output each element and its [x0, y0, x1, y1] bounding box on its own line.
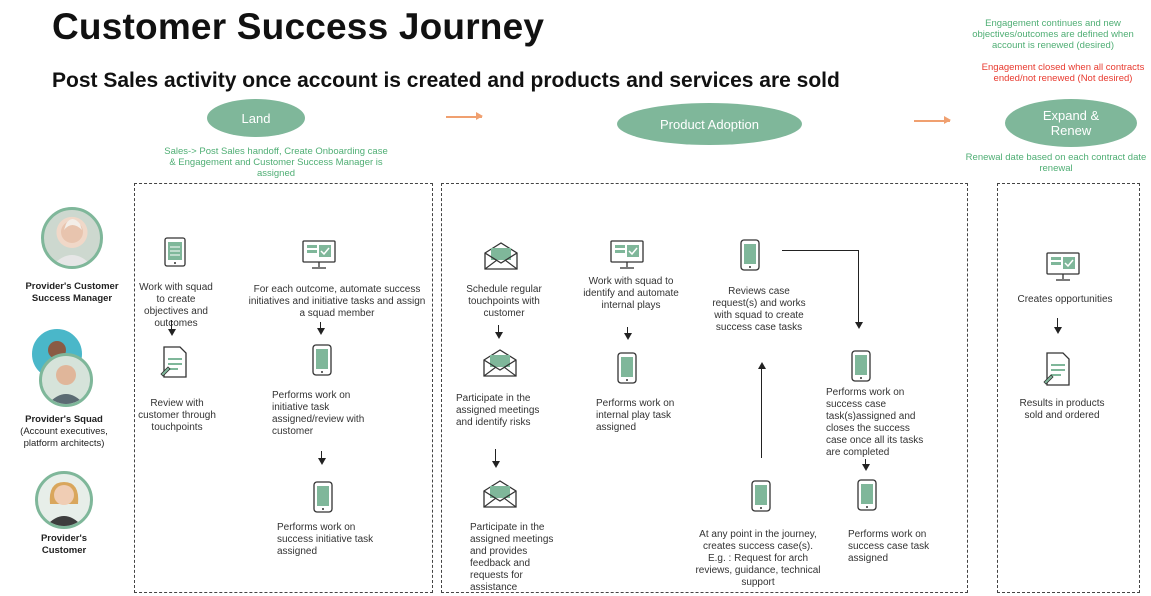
document-edit-icon	[1043, 352, 1070, 386]
role-squad-detail: (Account executives, platform architects…	[20, 426, 108, 449]
connector	[171, 320, 173, 330]
page-title: Customer Success Journey	[52, 6, 545, 47]
step-review-customer: Review with customer through touchpoints	[138, 398, 216, 433]
step-success-case-task-work: Performs work on success case task assig…	[848, 529, 930, 564]
renewal-desired-note: Engagement continues and new objectives/…	[972, 18, 1134, 51]
monitor-check-icon	[610, 240, 644, 269]
phase-land: Land	[207, 99, 305, 137]
phase-arrow-1	[446, 113, 483, 119]
step-creates-opportunities: Creates opportunities	[1017, 294, 1113, 305]
land-note: Sales-> Post Sales handoff, Create Onboa…	[164, 146, 388, 179]
connector	[865, 459, 867, 465]
down-arrow	[1054, 327, 1062, 334]
monitor-check-icon	[1046, 252, 1080, 281]
connector	[320, 322, 322, 329]
phone-icon	[857, 479, 877, 511]
step-participate-feedback: Participate in the assigned meetings and…	[470, 522, 554, 593]
page-subtitle: Post Sales activity once account is crea…	[52, 69, 840, 92]
phone-icon	[312, 344, 332, 376]
down-arrow	[317, 328, 325, 335]
envelope-icon	[484, 242, 518, 270]
down-arrow	[862, 464, 870, 471]
step-internal-play-task: Performs work on internal play task assi…	[596, 398, 675, 433]
step-success-case-tasks: Performs work on success case task(s)ass…	[826, 387, 924, 458]
down-arrow	[624, 333, 632, 340]
step-automate-initiatives: For each outcome, automate success initi…	[248, 284, 426, 319]
phase-expand-renew: Expand & Renew	[1005, 99, 1137, 147]
phase-arrow-2	[914, 117, 951, 123]
down-arrow	[492, 461, 500, 468]
connector	[761, 368, 763, 458]
phase-product-adoption: Product Adoption	[617, 103, 802, 145]
person-icon	[52, 219, 92, 266]
customer-avatar	[35, 471, 93, 529]
closure-not-desired-note: Engagement closed when all contracts end…	[981, 62, 1145, 84]
adoption-box	[441, 183, 968, 593]
down-arrow	[168, 329, 176, 336]
step-internal-plays: Work with squad to identify and automate…	[583, 276, 679, 311]
tablet-icon	[164, 237, 186, 267]
step-review-case-request: Reviews case request(s) and works with s…	[712, 286, 806, 333]
step-create-success-case: At any point in the journey, creates suc…	[695, 529, 821, 588]
envelope-icon	[483, 349, 517, 377]
connector	[495, 449, 497, 462]
step-participate-risks: Participate in the assigned meetings and…	[456, 393, 540, 428]
land-box	[134, 183, 433, 593]
expand-note: Renewal date based on each contract date…	[965, 152, 1147, 174]
step-create-objectives: Work with squad to create objectives and…	[139, 282, 213, 329]
envelope-icon	[483, 480, 517, 508]
phone-icon	[617, 352, 637, 384]
up-arrow	[758, 362, 766, 369]
down-arrow	[855, 322, 863, 329]
role-csm: Provider's Customer Success Manager	[25, 281, 119, 304]
document-edit-icon	[160, 346, 187, 378]
person-icon	[46, 482, 82, 526]
step-initiative-task-review: Performs work on initiative task assigne…	[272, 390, 365, 437]
step-schedule-touchpoints: Schedule regular touchpoints with custom…	[466, 284, 542, 319]
down-arrow	[495, 332, 503, 339]
monitor-check-icon	[302, 240, 336, 269]
connector	[858, 250, 860, 323]
step-initiative-task-work: Performs work on success initiative task…	[277, 522, 374, 557]
expand-box	[997, 183, 1140, 593]
role-customer: Provider's Customer	[40, 533, 88, 556]
step-products-sold: Results in products sold and ordered	[1019, 398, 1105, 421]
phone-icon	[740, 239, 760, 271]
role-squad: Provider's Squad	[25, 414, 103, 425]
connector	[627, 327, 629, 334]
squad-avatar-2	[39, 353, 93, 407]
phone-icon	[851, 350, 871, 382]
person-icon	[48, 365, 84, 404]
phone-icon	[313, 481, 333, 513]
connector	[1057, 318, 1059, 328]
connector	[498, 325, 500, 333]
connector	[782, 250, 859, 252]
connector	[321, 451, 323, 459]
phone-icon	[751, 480, 771, 512]
csm-avatar	[41, 207, 103, 269]
down-arrow	[318, 458, 326, 465]
